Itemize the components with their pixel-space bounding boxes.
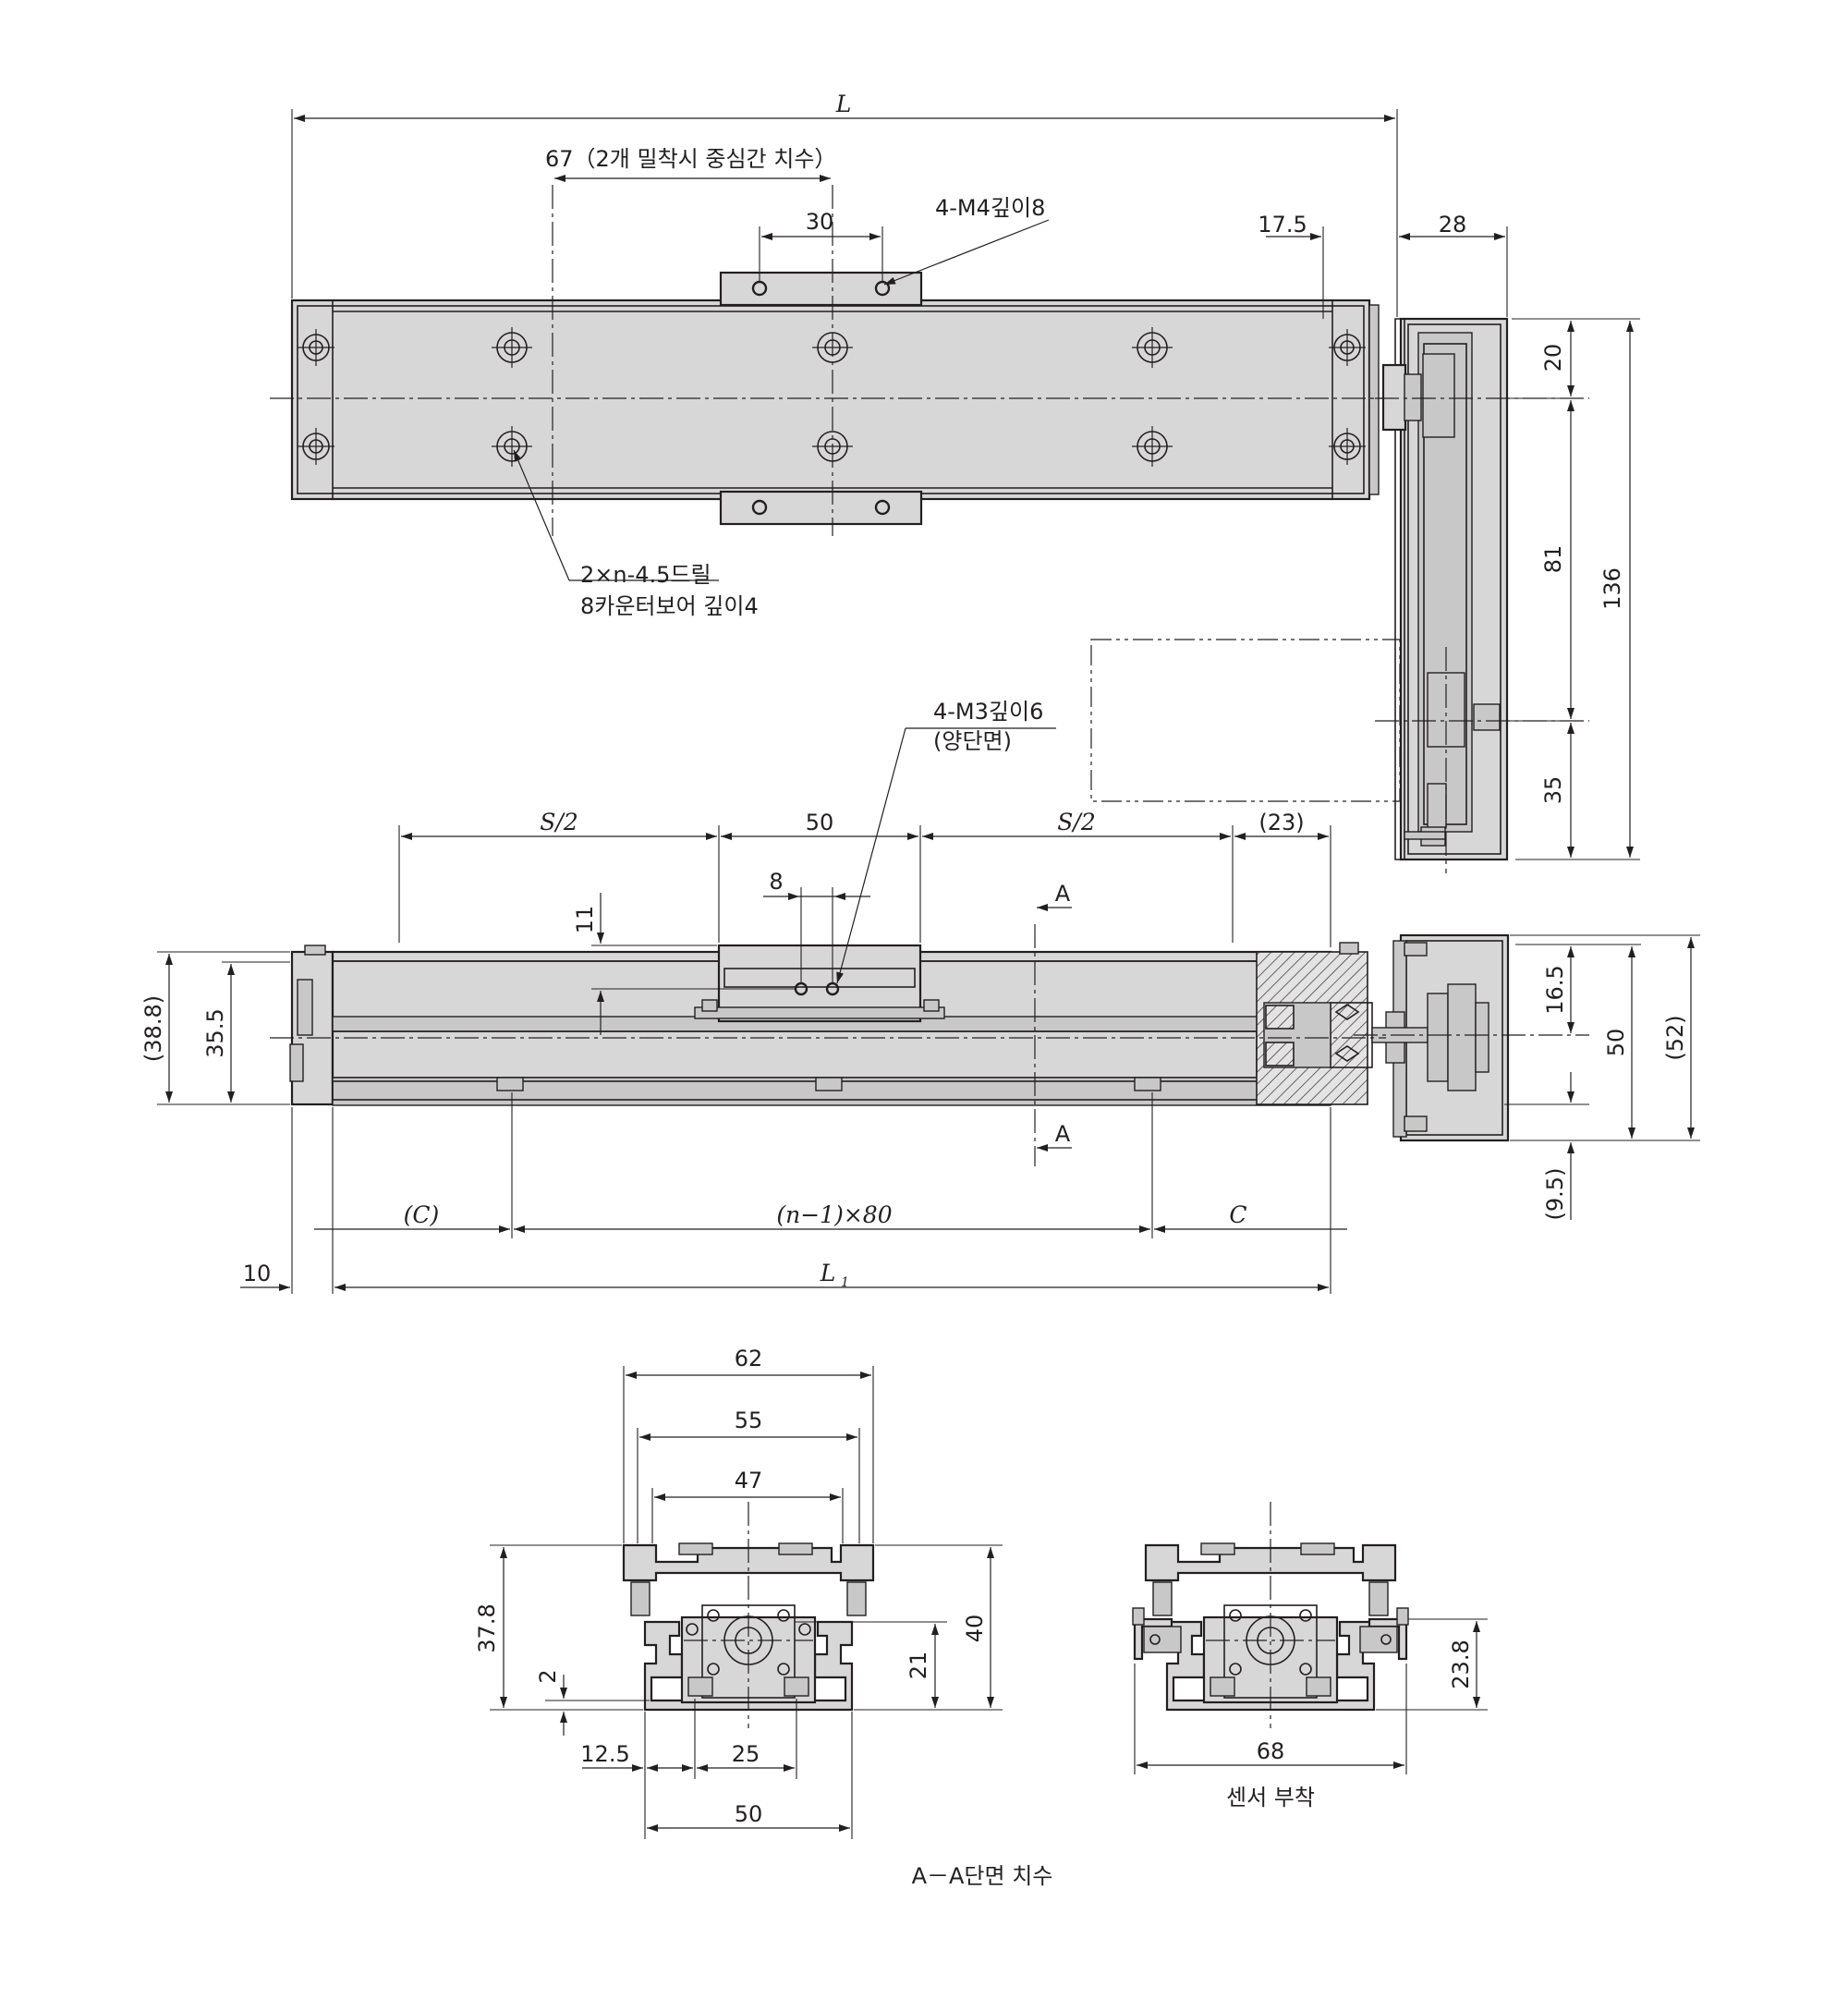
dim-9-5: (9.5)	[1542, 1168, 1568, 1221]
dim-136: 136	[1599, 567, 1625, 610]
dim-35: 35	[1540, 776, 1566, 805]
dim-10: 10	[243, 1261, 272, 1286]
dim-50-section: 50	[735, 1801, 763, 1827]
dim-c-right: C	[1229, 1201, 1246, 1228]
dim-L1: L	[820, 1260, 836, 1286]
dim-50-motor: 50	[1603, 1029, 1629, 1057]
dim-40: 40	[962, 1615, 988, 1643]
top-dimensions	[291, 109, 1640, 860]
side-view	[270, 924, 1589, 1166]
top-slider-upper	[719, 271, 923, 307]
top-slider-lower	[719, 490, 923, 526]
dim-28: 28	[1439, 212, 1467, 238]
tap-holes-m4: 4-M4깊이8	[935, 195, 1045, 221]
tap-holes-side: (양단면)	[933, 728, 1012, 754]
dim-52: (52)	[1662, 1015, 1688, 1060]
dim-68: 68	[1257, 1738, 1285, 1764]
dim-8: 8	[769, 869, 783, 895]
top-view	[270, 185, 1589, 873]
section-dimensions	[490, 1366, 1003, 1839]
section-title: A－A단면 치수	[912, 1863, 1053, 1889]
counterbore-line2: 8카운터보어 깊이4	[580, 593, 759, 619]
counterbore-line1: 2×n-4.5드릴	[580, 562, 711, 588]
dim-30: 30	[806, 209, 834, 235]
dim-25: 25	[732, 1741, 760, 1767]
dim-16-5: 16.5	[1542, 965, 1568, 1014]
dim-47: 47	[735, 1468, 763, 1493]
dim-23: (23)	[1258, 810, 1304, 835]
dim-21: 21	[906, 1652, 931, 1680]
dim-37-8: 37.8	[474, 1603, 500, 1652]
center-distance-note: 67（2개 밀착시 중심간 치수）	[545, 146, 836, 172]
section-mark-a-bottom: A	[1055, 1121, 1071, 1147]
dim-c-left: (C)	[404, 1201, 440, 1228]
dim-s-half-right: S/2	[1057, 809, 1095, 835]
section-view	[622, 1502, 875, 1728]
dim-35-5: 35.5	[202, 1008, 228, 1057]
dim-17-5: 17.5	[1258, 212, 1307, 238]
side-dimensions	[157, 727, 1700, 1294]
dim-n-1-80: (n−1)×80	[776, 1201, 892, 1228]
dim-81: 81	[1540, 545, 1566, 574]
dim-62: 62	[735, 1346, 763, 1371]
section-mark-a-top: A	[1055, 881, 1071, 907]
dim-23-8: 23.8	[1448, 1639, 1474, 1688]
dim-50-slider: 50	[806, 810, 834, 835]
tap-holes-m3: 4-M3깊이6	[933, 699, 1043, 725]
top-body	[290, 299, 1371, 501]
sensor-caption: 센서 부착	[1226, 1785, 1315, 1810]
sensor-dimensions	[1134, 1618, 1488, 1774]
dim-s-half-left: S/2	[540, 809, 578, 835]
dim-12-5: 12.5	[580, 1741, 629, 1767]
dim-11: 11	[572, 906, 598, 934]
dim-20: 20	[1540, 344, 1566, 372]
dim-2: 2	[535, 1669, 561, 1683]
dim-55: 55	[735, 1408, 763, 1433]
sensor-view	[1132, 1502, 1409, 1728]
dim-L1-subscript: 1	[841, 1275, 849, 1290]
dim-38-8: (38.8)	[140, 995, 166, 1062]
dim-L: L	[835, 91, 852, 117]
section-rail	[643, 1620, 854, 1712]
